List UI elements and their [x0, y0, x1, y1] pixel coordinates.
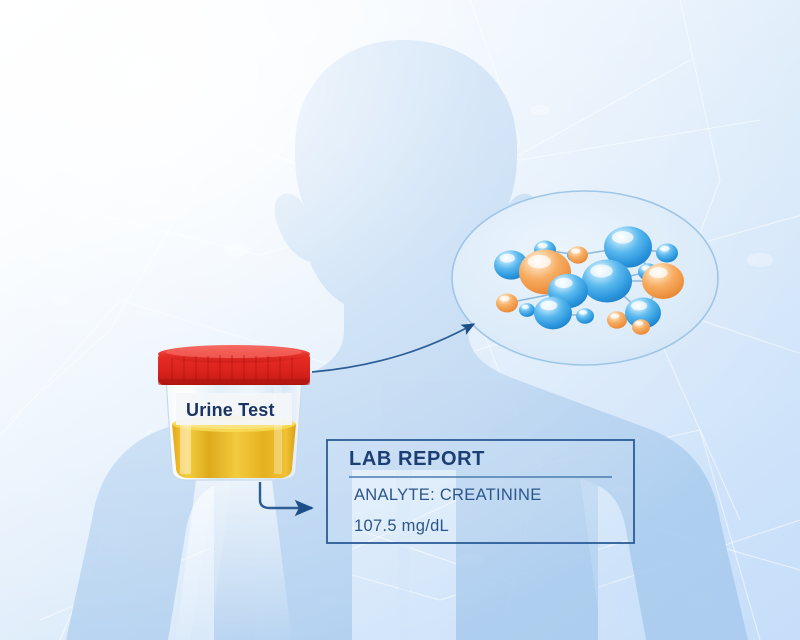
cup-label-patch: [176, 393, 292, 425]
cup-lid-base-band: [158, 379, 310, 385]
molecule-node-blue: [656, 243, 678, 263]
molecule-sphere-highlight: [537, 242, 548, 249]
molecule-sphere-highlight: [571, 248, 581, 254]
molecule-sphere-highlight: [590, 264, 613, 278]
molecule-sphere-highlight: [648, 267, 668, 279]
molecule-sphere-highlight: [499, 253, 515, 263]
molecule-node-orange: [607, 311, 627, 329]
molecule-sphere-highlight: [521, 304, 529, 309]
cup-shadow: [176, 480, 292, 640]
molecule-sphere-highlight: [499, 295, 510, 302]
cup-lid-ribs: [171, 355, 293, 384]
urine-liquid: [172, 424, 296, 478]
molecule-nodes: [494, 226, 684, 335]
molecule-node-blue: [534, 296, 572, 330]
specimen-cup: [158, 345, 310, 640]
cup-highlight-left: [180, 386, 191, 474]
molecule-node-blue: [604, 226, 652, 268]
molecule-node-blue: [576, 308, 594, 324]
cup-highlight-right: [274, 386, 282, 474]
molecule-sphere-highlight: [611, 231, 634, 244]
molecule-sphere-highlight: [578, 310, 588, 315]
molecule-sphere-highlight: [527, 254, 551, 269]
molecule-cluster: [451, 190, 719, 366]
arrow-cup-to-molecules: [311, 323, 476, 373]
molecule-node-blue: [582, 259, 632, 303]
molecule-node-blue: [519, 303, 535, 317]
lab-report-box: [326, 439, 635, 544]
molecule-node-orange: [568, 246, 588, 264]
molecule-sphere-highlight: [659, 245, 670, 252]
molecule-node-blue: [625, 297, 661, 329]
molecule-sphere-highlight: [634, 321, 644, 326]
lab-report-analyte: ANALYTE: CREATININE: [354, 486, 542, 504]
molecule-node-orange: [632, 319, 650, 335]
molecule-sphere-highlight: [554, 277, 573, 289]
lab-report-border: [326, 439, 635, 544]
molecule-node-orange: [496, 293, 518, 313]
molecule-sphere-highlight: [610, 313, 620, 319]
arrow-cup-to-report: [258, 482, 314, 517]
molecule-sphere-highlight: [540, 300, 558, 311]
cup-lid-top-highlight: [166, 346, 302, 358]
lab-report-value: 107.5 mg/dL: [354, 517, 450, 535]
molecule-sphere-highlight: [630, 301, 648, 311]
cup-label-text: Urine Test: [186, 400, 275, 420]
molecule-node-orange: [642, 262, 684, 300]
lab-report-title: LAB REPORT: [349, 448, 485, 470]
